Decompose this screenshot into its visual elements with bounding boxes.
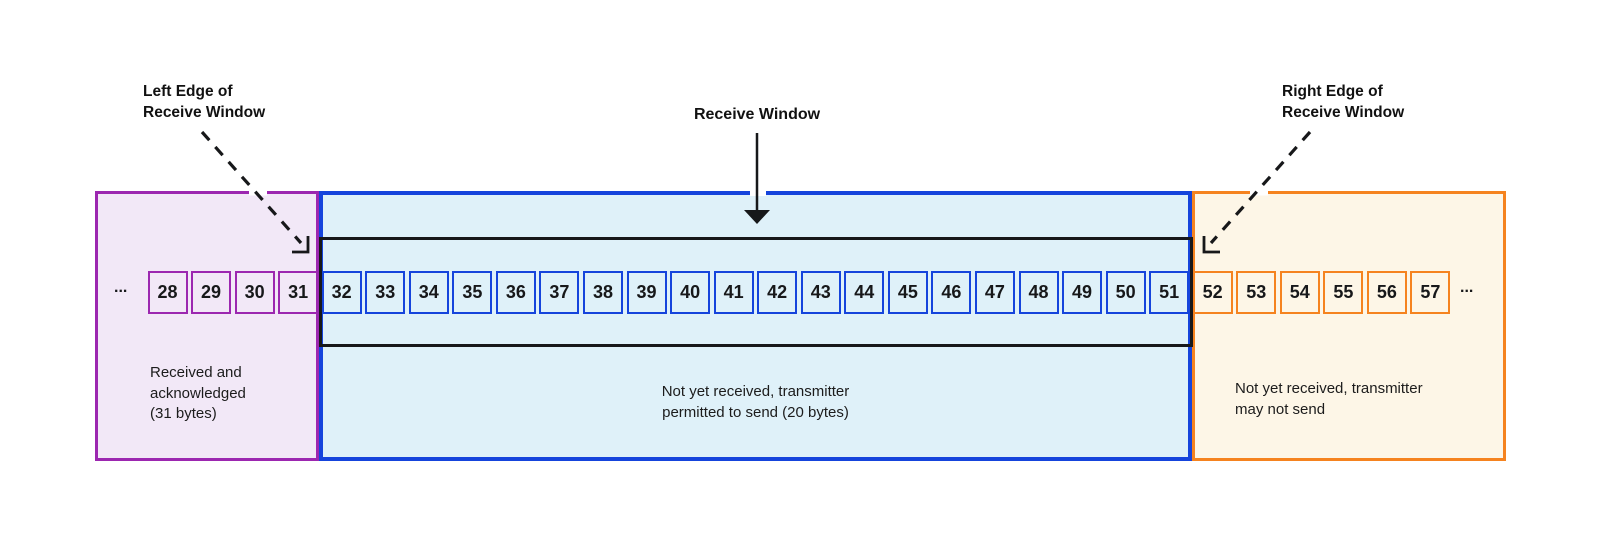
byte-cell-window: 43 bbox=[800, 271, 841, 314]
receive-window-caption: Not yet received, transmitter permitted … bbox=[661, 383, 850, 421]
receive-window-outline-box bbox=[319, 237, 1193, 347]
left-edge-label: Left Edge of Receive Window bbox=[143, 83, 266, 121]
byte-cell-window: 42 bbox=[757, 271, 798, 314]
receive-window-label: Receive Window bbox=[693, 106, 821, 123]
right-ellipsis: ... bbox=[1460, 279, 1474, 296]
byte-cell-window: 35 bbox=[452, 271, 493, 314]
byte-cell-window: 45 bbox=[887, 271, 928, 314]
byte-cell-window: 34 bbox=[408, 271, 449, 314]
not-sendable-region bbox=[1192, 191, 1506, 461]
byte-cell-not-sendable: 55 bbox=[1323, 271, 1364, 314]
byte-cell-not-sendable: 57 bbox=[1410, 271, 1451, 314]
byte-cell-not-sendable: 54 bbox=[1279, 271, 1320, 314]
byte-cell-window: 38 bbox=[583, 271, 623, 314]
acknowledged-caption: Received and acknowledged (31 bytes) bbox=[150, 364, 246, 422]
byte-cell-acknowledged: 30 bbox=[234, 271, 275, 314]
byte-cell-window: 51 bbox=[1149, 271, 1190, 314]
byte-cell-window: 49 bbox=[1062, 271, 1103, 314]
byte-cell-window: 32 bbox=[321, 271, 362, 314]
byte-cell-window: 41 bbox=[713, 271, 754, 314]
byte-cell-acknowledged: 28 bbox=[147, 271, 188, 314]
byte-cell-window: 39 bbox=[626, 271, 667, 314]
not-sendable-caption: Not yet received, transmitter may not se… bbox=[1235, 380, 1423, 418]
receive-window-region bbox=[319, 191, 1192, 461]
byte-cell-window: 47 bbox=[974, 271, 1015, 314]
byte-cell-not-sendable: 53 bbox=[1236, 271, 1277, 314]
byte-cell-window: 50 bbox=[1105, 271, 1146, 314]
left-ellipsis: ... bbox=[114, 279, 128, 296]
right-edge-label: Right Edge of Receive Window bbox=[1282, 83, 1405, 121]
byte-cell-window: 40 bbox=[670, 271, 711, 314]
byte-cell-window: 36 bbox=[495, 271, 536, 314]
byte-cell-window: 37 bbox=[539, 271, 580, 314]
byte-cell-window: 48 bbox=[1018, 271, 1059, 314]
byte-cell-not-sendable: 56 bbox=[1366, 271, 1407, 314]
byte-cell-not-sendable: 52 bbox=[1192, 271, 1233, 314]
byte-cell-window: 33 bbox=[365, 271, 406, 314]
byte-cell-acknowledged: 31 bbox=[278, 271, 319, 314]
byte-cell-window: 46 bbox=[931, 271, 972, 314]
byte-cell-acknowledged: 29 bbox=[191, 271, 232, 314]
byte-cell-window: 44 bbox=[844, 271, 885, 314]
